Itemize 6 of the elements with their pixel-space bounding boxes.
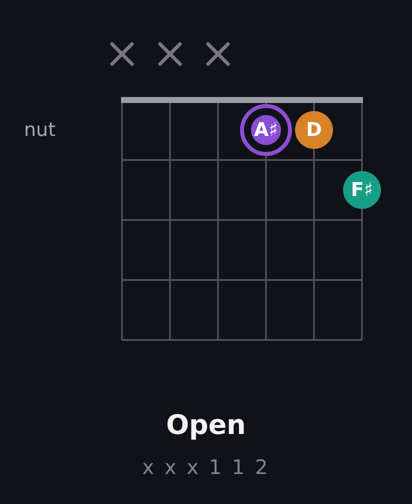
fingering-caption: x x x 1 1 2 xyxy=(141,455,271,479)
note-dot: F♯ xyxy=(343,171,381,209)
nut-label: nut xyxy=(24,119,56,141)
note-dot: D xyxy=(295,111,333,149)
chord-title: Open xyxy=(165,410,247,441)
root-note-dot: A♯ xyxy=(240,104,292,156)
